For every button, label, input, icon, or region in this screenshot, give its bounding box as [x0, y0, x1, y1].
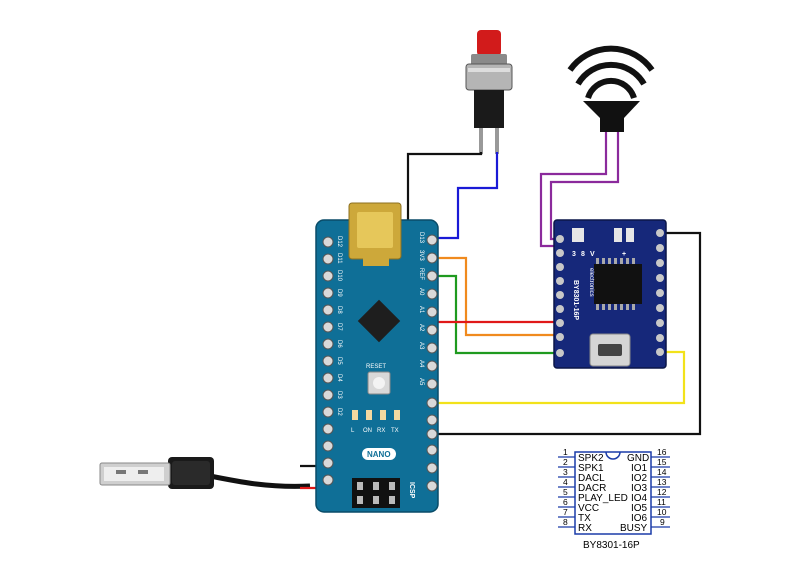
pin-num-8: 8 — [563, 517, 568, 527]
pin-num-16: 16 — [657, 447, 667, 457]
mp3-module: 3 8 V + electronics BY8301-16P — [553, 219, 667, 369]
pin-label-io1: IO1 — [631, 463, 648, 474]
nano-label-d8: D8 — [336, 306, 342, 314]
nano-label-a3: A3 — [418, 342, 424, 350]
nano-label-d9: D9 — [336, 289, 342, 297]
nano-led-on: ON — [363, 428, 372, 434]
nano-label-d2: D2 — [336, 408, 342, 416]
pin-label-spk1: SPK1 — [578, 463, 604, 474]
pin-num-14: 14 — [657, 467, 667, 477]
nano-label-a2: A2 — [418, 324, 424, 332]
push-button — [465, 30, 513, 154]
nano-led-rx: RX — [377, 428, 385, 434]
wire-purple-1 — [539, 132, 608, 248]
nano-label-d11: D11 — [336, 253, 342, 264]
nano-right-pins — [426, 234, 438, 492]
pin-num-7: 7 — [563, 507, 568, 517]
pin-num-15: 15 — [657, 457, 667, 467]
pin-label-io2: IO2 — [631, 473, 648, 484]
pin-num-9: 9 — [660, 517, 665, 527]
pin-label-play-led: PLAY_LED — [578, 493, 628, 504]
chip-name: BY8301-16P — [583, 540, 640, 551]
module-left-pins — [556, 235, 564, 357]
pin-num-11: 11 — [657, 497, 666, 507]
nano-label-ref: REF — [418, 268, 424, 280]
pin-label-spk2: SPK2 — [578, 453, 604, 464]
pin-label-io6: IO6 — [631, 513, 648, 524]
pin-num-3: 3 — [563, 467, 568, 477]
wire-yellow — [432, 350, 686, 405]
usb-cable — [99, 457, 311, 489]
nano-badge: NANO — [367, 450, 391, 459]
wire-orange — [432, 256, 557, 337]
wire-blue-button — [432, 152, 499, 240]
nano-label-d13: D13 — [418, 232, 424, 244]
pin-num-12: 12 — [657, 487, 667, 497]
speaker — [567, 45, 655, 132]
nano-label-3v3: 3V3 — [418, 250, 424, 261]
nano-reset-label: RESET — [366, 364, 386, 370]
pin-label-io5: IO5 — [631, 503, 648, 514]
nano-right-labels: D13 3V3 REF A0 A1 A2 A3 A4 A5 — [418, 232, 424, 386]
nano-label-d12: D12 — [336, 236, 342, 248]
pin-label-vcc: VCC — [578, 503, 599, 514]
nano-label-a4: A4 — [418, 360, 424, 368]
nano-label-d10: D10 — [336, 270, 342, 282]
nano-led-l: L — [351, 428, 355, 434]
nano-led-tx: TX — [391, 428, 399, 434]
pin-label-tx: TX — [578, 513, 591, 524]
nano-icsp-label: ICSP — [408, 482, 415, 499]
pin-num-13: 13 — [657, 477, 667, 487]
nano-left-labels: D12 D11 D10 D9 D8 D7 D6 D5 D4 D3 D2 — [336, 236, 342, 416]
pin-num-10: 10 — [657, 507, 667, 517]
nano-label-a0: A0 — [418, 288, 424, 296]
module-header-3: 3 — [572, 251, 576, 258]
arduino-nano: RESET L ON RX TX NANO ICSP D12 D11 D10 D… — [315, 202, 439, 513]
pin-num-6: 6 — [563, 497, 568, 507]
module-header-v: V — [590, 251, 595, 258]
pin-label-io4: IO4 — [631, 493, 648, 504]
wire-green — [432, 274, 557, 355]
module-header-8: 8 — [581, 251, 585, 258]
pin-num-1: 1 — [563, 447, 568, 457]
nano-label-a5: A5 — [418, 378, 424, 386]
nano-label-d6: D6 — [336, 340, 342, 348]
pin-num-2: 2 — [563, 457, 568, 467]
nano-label-d4: D4 — [336, 374, 342, 382]
module-brand: electronics — [588, 268, 594, 297]
wire-black-button — [406, 152, 483, 240]
module-right-pins — [656, 229, 664, 356]
pin-label-dacl: DACL — [578, 473, 605, 484]
nano-label-d7: D7 — [336, 323, 342, 331]
nano-left-pins — [322, 236, 334, 486]
nano-label-a1: A1 — [418, 306, 424, 314]
pin-num-5: 5 — [563, 487, 568, 497]
pin-label-io3: IO3 — [631, 483, 648, 494]
wire-black-gnd — [432, 231, 702, 436]
nano-label-d5: D5 — [336, 357, 342, 365]
pin-num-4: 4 — [563, 477, 568, 487]
module-chip-marking: BY8301-16P — [572, 280, 579, 320]
pin-label-busy: BUSY — [620, 523, 648, 534]
nano-label-d3: D3 — [336, 391, 342, 399]
module-header-plus: + — [622, 251, 626, 258]
wire-purple-2 — [549, 132, 620, 241]
pin-label-dacr: DACR — [578, 483, 606, 494]
pin-label-gnd: GND — [627, 453, 649, 464]
pin-label-rx: RX — [578, 523, 592, 534]
chip-pinout: 1 2 3 4 5 6 7 8 SPK2 SPK1 DACL DACR PLAY… — [558, 447, 670, 551]
